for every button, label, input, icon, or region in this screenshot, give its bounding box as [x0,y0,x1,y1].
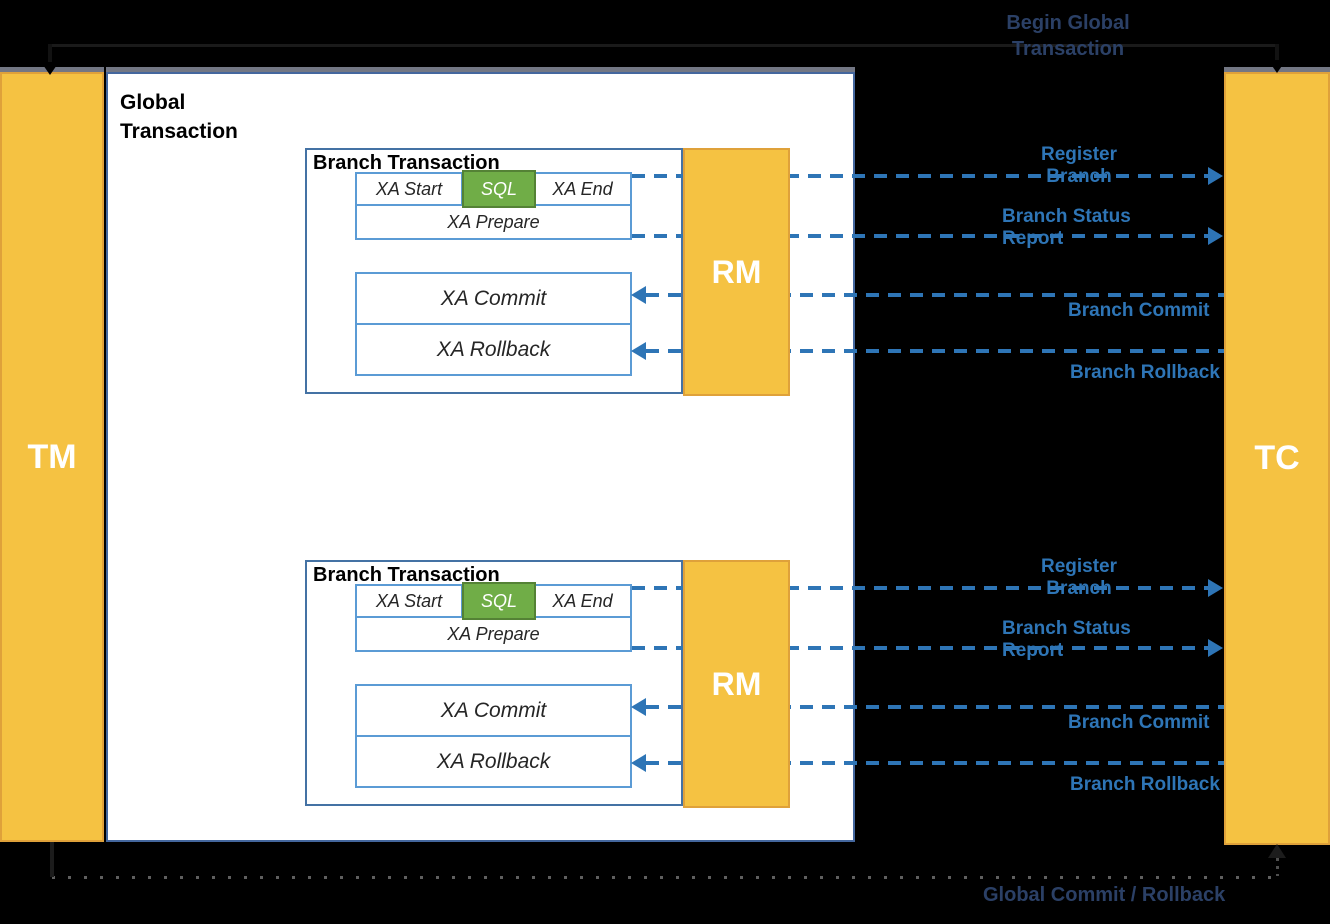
xa-commit-box: XA Commit [355,272,632,325]
xa-prepare-box: XA Prepare [355,204,632,240]
branch-transaction-title: Branch Transaction [313,152,500,174]
xa-start-box: XA Start [357,586,463,616]
branch-rollback-arrow-line [646,349,1224,353]
begin-flow-line [50,44,1279,47]
begin-flow-tc-connector [1275,44,1279,62]
branch-transaction-box-2: Branch Transaction XA Start SQL XA End X… [305,560,683,806]
xa-start-sql-end-row: XA Start SQL XA End [355,582,632,620]
branch-rollback-arrowhead-icon [631,342,646,360]
branch-commit-label: Branch Commit [1068,300,1210,321]
tc-label: TC [1254,439,1300,477]
tm-box: TM [0,72,104,842]
branch-commit-arrow-line [646,293,1224,297]
xa-commit-box: XA Commit [355,684,632,737]
register-branch-label: Register Branch [1040,556,1118,599]
global-commit-rollback-label: Global Commit / Rollback [983,884,1226,906]
rm-box-2: RM [683,560,790,808]
rm-label: RM [711,253,762,290]
branch-status-report-label: Branch Status Report [1002,206,1131,249]
branch-status-arrow-line [632,646,1208,650]
commit-flow-tm-connector [50,842,54,877]
xa-prepare-box: XA Prepare [355,616,632,652]
branch-rollback-label: Branch Rollback [1070,774,1220,795]
begin-flow-tm-connector [48,44,52,64]
sql-box: SQL [462,170,536,208]
branch-rollback-arrowhead-icon [631,754,646,772]
arrow-up-into-tc-icon [1268,844,1286,858]
begin-global-transaction-label: Begin Global Transaction [1006,12,1130,60]
register-branch-arrowhead-icon [1208,167,1223,185]
branch-transaction-box-1: Branch Transaction XA Start SQL XA End X… [305,148,683,394]
branch-row-1: Branch Transaction XA Start SQL XA End X… [0,144,1330,398]
branch-commit-arrowhead-icon [631,698,646,716]
sql-box: SQL [462,582,536,620]
branch-rollback-arrow-line [646,761,1224,765]
branch-commit-arrowhead-icon [631,286,646,304]
xa-rollback-box: XA Rollback [355,323,632,376]
branch-commit-arrow-line [646,705,1224,709]
tc-box: TC [1224,72,1330,845]
rm-box-1: RM [683,148,790,396]
register-branch-arrow-line [632,174,1208,178]
branch-status-report-label: Branch Status Report [1002,618,1131,661]
commit-flow-tc-connector [1276,858,1279,876]
register-branch-arrow-line [632,586,1208,590]
xa-end-box: XA End [552,590,613,611]
register-branch-label: Register Branch [1040,144,1118,187]
commit-flow-dotted-line [52,876,1278,879]
arrow-down-into-tc-icon [1268,60,1286,73]
rm-label: RM [711,665,762,702]
xa-rollback-box: XA Rollback [355,735,632,788]
tm-label: TM [27,437,77,476]
xa-end-box: XA End [552,178,613,199]
xa-start-box: XA Start [357,174,463,204]
register-branch-arrowhead-icon [1208,579,1223,597]
branch-commit-label: Branch Commit [1068,712,1210,733]
global-transaction-title: Global Transaction [120,91,238,143]
xa-start-sql-end-row: XA Start SQL XA End [355,170,632,208]
branch-status-arrow-line [632,234,1208,238]
branch-status-arrowhead-icon [1208,639,1223,657]
branch-row-2: Branch Transaction XA Start SQL XA End X… [0,556,1330,810]
branch-transaction-title: Branch Transaction [313,564,500,586]
arrow-down-into-tm-icon [41,62,59,75]
branch-rollback-label: Branch Rollback [1070,362,1220,383]
branch-status-arrowhead-icon [1208,227,1223,245]
